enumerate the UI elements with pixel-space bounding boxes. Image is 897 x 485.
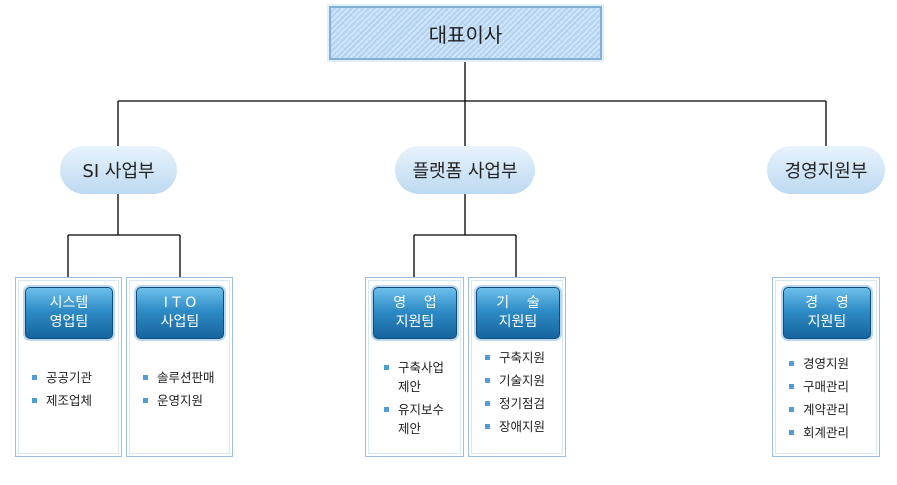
task-item: 기술지원 bbox=[469, 369, 565, 392]
task-item: 유지보수 제안 bbox=[366, 400, 463, 438]
team-system-sales-tasks: 공공기관 제조업체 bbox=[16, 366, 121, 412]
division-si: SI 사업부 bbox=[60, 146, 177, 194]
team-sales-support-line1: 영 업 bbox=[393, 295, 437, 311]
task-item: 장애지원 bbox=[469, 415, 565, 438]
division-management-label: 경영지원부 bbox=[784, 161, 868, 182]
task-item: 회계관리 bbox=[773, 421, 879, 444]
task-item-line1: 유지보수 bbox=[398, 402, 445, 417]
team-tech-support: 기 술 지원팀 bbox=[476, 287, 560, 339]
team-ito: I T O 사업팀 bbox=[136, 287, 224, 339]
division-platform: 플랫폼 사업부 bbox=[395, 146, 535, 194]
team-panel-system-sales: 시스템 영업팀 공공기관 제조업체 bbox=[15, 277, 122, 457]
team-tech-support-line2: 지원팀 bbox=[498, 314, 538, 330]
team-ito-line2: 사업팀 bbox=[160, 314, 200, 330]
team-management-support-tasks: 경영지원 구매관리 계약관리 회계관리 bbox=[773, 352, 879, 444]
task-item: 경영지원 bbox=[773, 352, 879, 375]
team-panel-management-support: 경 영 지원팀 경영지원 구매관리 계약관리 회계관리 bbox=[772, 277, 880, 457]
team-system-sales-line1: 시스템 bbox=[49, 295, 89, 311]
task-item: 구매관리 bbox=[773, 375, 879, 398]
team-panel-tech-support: 기 술 지원팀 구축지원 기술지원 정기점검 장애지원 bbox=[468, 277, 566, 457]
team-panel-ito: I T O 사업팀 솔루션판매 운영지원 bbox=[126, 277, 233, 457]
task-item-line1: 구축사업 bbox=[398, 360, 445, 375]
task-item: 구축지원 bbox=[469, 346, 565, 369]
team-system-sales-line2: 영업팀 bbox=[49, 314, 89, 330]
ceo-box: 대표이사 bbox=[329, 6, 602, 60]
task-item: 정기점검 bbox=[469, 392, 565, 415]
team-ito-line1: I T O bbox=[163, 295, 197, 311]
ceo-label: 대표이사 bbox=[428, 22, 503, 47]
team-management-support: 경 영 지원팀 bbox=[783, 287, 871, 339]
ceo-connector bbox=[117, 60, 827, 146]
team-sales-support-tasks: 구축사업 제안 유지보수 제안 bbox=[366, 358, 463, 442]
division-si-label: SI 사업부 bbox=[82, 161, 155, 182]
team-sales-support: 영 업 지원팀 bbox=[373, 287, 457, 339]
task-item: 구축사업 제안 bbox=[366, 358, 463, 396]
division-management: 경영지원부 bbox=[767, 146, 885, 194]
team-management-support-line2: 지원팀 bbox=[807, 314, 847, 330]
team-panel-sales-support: 영 업 지원팀 구축사업 제안 유지보수 제안 bbox=[365, 277, 464, 457]
team-management-support-line1: 경 영 bbox=[805, 295, 849, 311]
division-platform-label: 플랫폼 사업부 bbox=[412, 161, 518, 182]
task-item-line2: 제안 bbox=[398, 421, 422, 436]
platform-connector bbox=[413, 194, 517, 277]
team-tech-support-tasks: 구축지원 기술지원 정기점검 장애지원 bbox=[469, 346, 565, 438]
task-item: 공공기관 bbox=[16, 366, 121, 389]
task-item-line2: 제안 bbox=[398, 379, 422, 394]
task-item: 제조업체 bbox=[16, 389, 121, 412]
team-sales-support-line2: 지원팀 bbox=[395, 314, 435, 330]
si-connector bbox=[67, 194, 181, 277]
task-item: 운영지원 bbox=[127, 389, 232, 412]
task-item: 계약관리 bbox=[773, 398, 879, 421]
team-system-sales: 시스템 영업팀 bbox=[25, 287, 113, 339]
team-tech-support-line1: 기 술 bbox=[496, 295, 540, 311]
task-item: 솔루션판매 bbox=[127, 366, 232, 389]
team-ito-tasks: 솔루션판매 운영지원 bbox=[127, 366, 232, 412]
